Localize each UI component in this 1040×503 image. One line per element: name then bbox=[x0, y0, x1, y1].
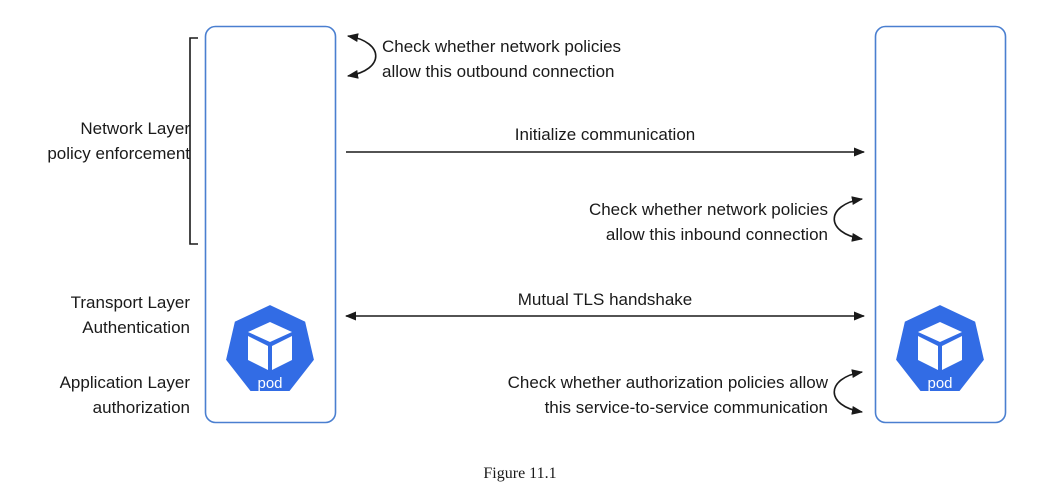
left-service-box bbox=[204, 25, 337, 424]
authz-check-line1: Check whether authorization policies all… bbox=[507, 373, 828, 392]
left-pod-icon: pod bbox=[223, 302, 317, 393]
right-pod-icon: pod bbox=[893, 302, 987, 393]
network-layer-bracket bbox=[189, 37, 198, 245]
transport-layer-label-line1: Transport Layer bbox=[70, 293, 190, 312]
authz-check-arrow bbox=[833, 369, 864, 415]
right-service-box bbox=[874, 25, 1007, 424]
inbound-check-line1: Check whether network policies bbox=[588, 200, 828, 219]
outbound-check-arrow bbox=[346, 33, 377, 79]
authz-check-label: Check whether authorization policies all… bbox=[440, 370, 828, 420]
outbound-check-line1: Check whether network policies bbox=[382, 37, 622, 56]
outbound-check-line2: allow this outbound connection bbox=[382, 62, 615, 81]
application-layer-label-line1: Application Layer bbox=[59, 373, 190, 392]
network-layer-label-line1: Network Layer bbox=[80, 119, 190, 138]
left-pod-label: pod bbox=[257, 375, 282, 392]
network-layer-label: Network Layer policy enforcement bbox=[0, 116, 190, 166]
inbound-check-arrow bbox=[833, 196, 864, 242]
mtls-label: Mutual TLS handshake bbox=[517, 290, 693, 309]
figure-caption: Figure 11.1 bbox=[483, 465, 557, 482]
initialize-label: Initialize communication bbox=[514, 125, 696, 144]
inbound-check-line2: allow this inbound connection bbox=[605, 225, 828, 244]
inbound-check-label: Check whether network policies allow thi… bbox=[500, 197, 828, 247]
cube-icon bbox=[918, 322, 962, 370]
network-layer-label-line2: policy enforcement bbox=[47, 144, 190, 163]
transport-layer-label: Transport Layer Authentication bbox=[0, 290, 190, 340]
outbound-check-label: Check whether network policies allow thi… bbox=[382, 34, 621, 84]
right-pod-label: pod bbox=[927, 375, 952, 392]
application-layer-label: Application Layer authorization bbox=[0, 370, 190, 420]
authz-check-line2: this service-to-service communication bbox=[544, 398, 828, 417]
transport-layer-label-line2: Authentication bbox=[82, 318, 190, 337]
application-layer-label-line2: authorization bbox=[92, 398, 190, 417]
cube-icon bbox=[248, 322, 292, 370]
